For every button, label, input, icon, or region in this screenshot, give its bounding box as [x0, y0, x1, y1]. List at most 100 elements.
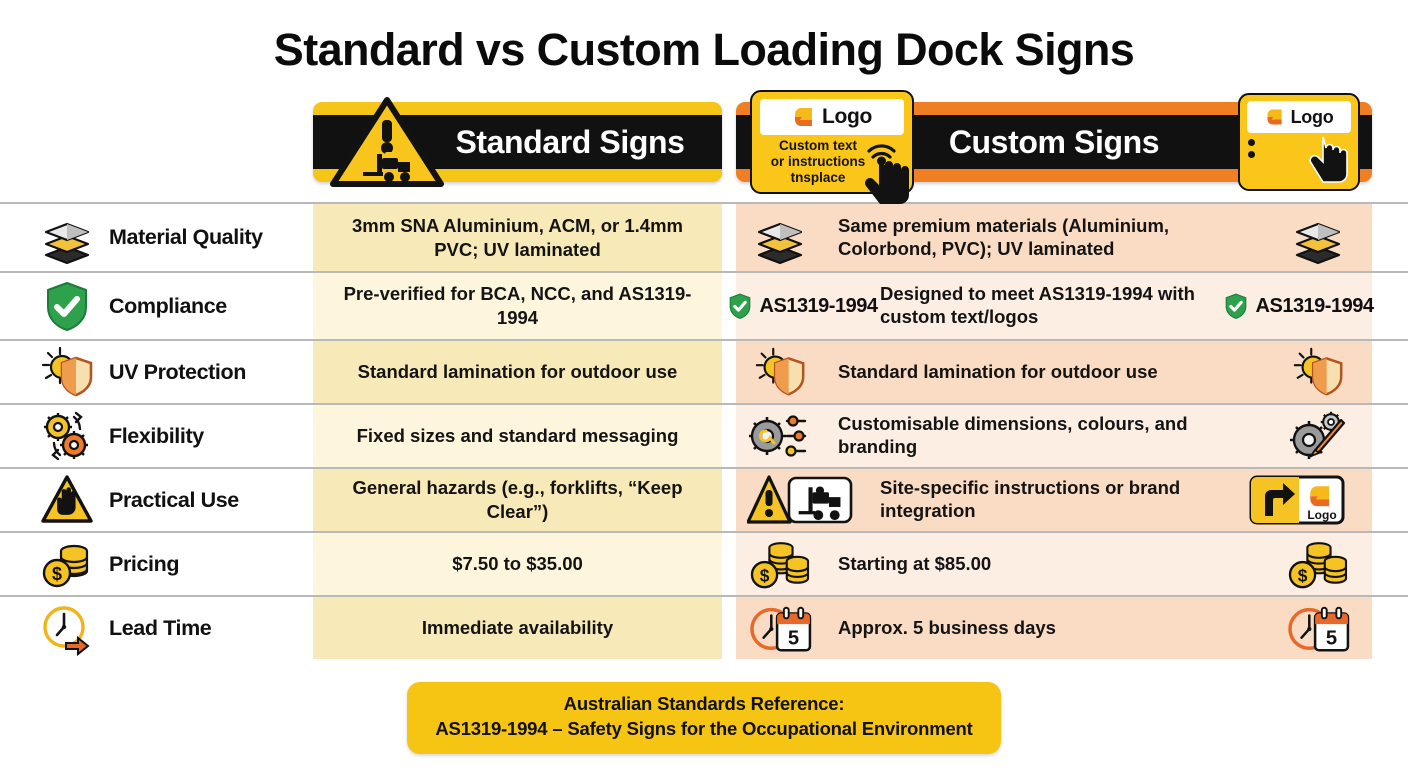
custom-icon-left: $: [732, 536, 828, 592]
coins-dollar-icon: $: [42, 544, 89, 588]
sun-shield-icon: [1293, 347, 1343, 396]
custom-icon-right: $: [1270, 536, 1366, 592]
standard-value: Standard lamination for outdoor use: [357, 361, 678, 383]
svg-text:$: $: [760, 565, 770, 585]
standard-value: Immediate availability: [421, 617, 614, 639]
custom-icon-left: [732, 408, 828, 464]
custom-icon-right: [1270, 209, 1366, 267]
page-title: Standard vs Custom Loading Dock Signs: [273, 24, 1135, 75]
row-label-cell: Material Quality: [0, 204, 313, 271]
row-label-cell: Practical Use: [0, 469, 313, 531]
custom-icon-left: AS1319-1994: [729, 291, 878, 321]
footer-heading: Australian Standards Reference:: [563, 693, 845, 715]
table-row: UV Protection Standard lamination for ou…: [0, 339, 1408, 403]
as-standard-badge: AS1319-1994: [1221, 291, 1374, 321]
tap-hand-icon: [865, 144, 909, 204]
directional-logo-sign-icon: Logo: [1249, 475, 1345, 525]
green-shield-check-icon: [47, 281, 87, 332]
gear-paintbrush-icon: [1290, 411, 1346, 459]
warning-forklift-sign-icon: [747, 475, 853, 524]
custom-icon-right: [1270, 344, 1366, 400]
row-label-cell: UV Protection: [0, 341, 313, 403]
custom-cell: Customisable dimensions, colours, and br…: [722, 405, 1372, 467]
custom-cell: 5 Approx. 5 business days 5: [722, 597, 1372, 659]
custom-icon-right: [1270, 408, 1366, 464]
standard-value: Fixed sizes and standard messaging: [356, 425, 679, 447]
pointer-hand-icon: [1309, 136, 1348, 183]
footer-detail: AS1319-1994 – Safety Signs for the Occup…: [425, 717, 983, 742]
calendar-day-number: 5: [788, 627, 799, 649]
standard-value: Pre-verified for BCA, NCC, and AS1319-19…: [343, 283, 692, 328]
sign-content-lines: [1248, 139, 1320, 163]
row-label-cell: Compliance: [0, 273, 313, 339]
row-label: Compliance: [109, 293, 227, 318]
row-label: UV Protection: [109, 359, 246, 384]
brand-logo-icon: [794, 108, 812, 126]
custom-signs-header-label: Custom Signs: [948, 123, 1160, 160]
custom-value: Same premium materials (Aluminium, Color…: [838, 214, 1170, 259]
custom-cell: Site-specific instructions or brand inte…: [722, 469, 1372, 531]
logo-bar: Logo: [1247, 101, 1351, 133]
svg-text:$: $: [52, 564, 62, 584]
custom-value: Site-specific instructions or brand inte…: [880, 477, 1181, 521]
as-standard-badge: AS1319-1994: [725, 291, 878, 321]
brand-logo-icon: [1267, 109, 1282, 125]
standard-signs-header: Standard Signs: [313, 97, 722, 187]
svg-text:Logo: Logo: [1307, 508, 1336, 522]
custom-sign-card-right: Logo: [1238, 93, 1360, 191]
gears-cycle-icon: [44, 411, 88, 461]
custom-cell: $ Starting at $85.00: [722, 533, 1372, 595]
footer-wrapper: Australian Standards Reference: AS1319-1…: [0, 682, 1408, 754]
footer-standard-desc: – Safety Signs for the Occupational Envi…: [547, 718, 973, 740]
standard-signs-header-label: Standard Signs: [455, 123, 685, 160]
layers-stack-icon: [1295, 222, 1341, 264]
row-label: Practical Use: [109, 487, 239, 512]
custom-icon-right: 5: [1270, 600, 1366, 656]
custom-value: Standard lamination for outdoor use: [838, 360, 1158, 382]
svg-text:$: $: [1298, 565, 1308, 585]
as-standard-badge-text: AS1319-1994: [759, 294, 878, 317]
table-row: Lead Time Immediate availability 5: [0, 595, 1408, 659]
row-label: Flexibility: [109, 423, 204, 448]
row-label: Material Quality: [109, 225, 263, 249]
table-row: Compliance Pre-verified for BCA, NCC, an…: [0, 271, 1408, 339]
logo-word: Logo: [1290, 106, 1334, 127]
layers-stack-icon: [44, 222, 90, 264]
row-label-cell: Flexibility: [0, 405, 313, 467]
custom-icon-right: AS1319-1994: [1225, 291, 1374, 321]
custom-cell: Standard lamination for outdoor use: [722, 341, 1372, 403]
standard-value: $7.50 to $35.00: [452, 553, 583, 575]
clock-arrow-icon: [43, 606, 90, 657]
row-label: Pricing: [109, 551, 180, 576]
warning-forklift-triangle-icon: [330, 97, 444, 187]
custom-cell: AS1319-1994 Designed to meet AS1319-1994…: [722, 273, 1374, 339]
table-row: Flexibility Fixed sizes and standard mes…: [0, 403, 1408, 467]
standard-value: General hazards (e.g., forklifts, “Keep …: [352, 477, 683, 522]
custom-icon-left: 5: [732, 600, 828, 656]
custom-icon-right: Logo: [1228, 474, 1366, 526]
sun-shield-icon: [755, 347, 805, 396]
layers-stack-icon: [757, 222, 803, 264]
sun-shield-icon: [41, 346, 93, 397]
table-row: Material Quality 3mm SNA Aluminium, ACM,…: [0, 202, 1408, 271]
custom-value: Customisable dimensions, colours, and br…: [838, 413, 1188, 457]
standard-value: 3mm SNA Aluminium, ACM, or 1.4mm PVC; UV…: [352, 214, 683, 260]
comparison-table: Material Quality 3mm SNA Aluminium, ACM,…: [0, 202, 1408, 659]
gear-sliders-icon: [749, 415, 807, 457]
custom-value: Approx. 5 business days: [838, 616, 1056, 638]
hand-warning-triangle-icon: [41, 475, 93, 523]
table-row: $ Pricing $7.50 to $35.00: [0, 531, 1408, 595]
green-shield-check-icon: [729, 293, 750, 319]
row-label: Lead Time: [109, 615, 212, 640]
logo-word: Logo: [821, 105, 873, 128]
custom-icon-left: [732, 472, 870, 528]
green-shield-check-icon: [1225, 293, 1246, 319]
as-standard-badge-text: AS1319-1994: [1255, 294, 1374, 317]
custom-icon-left: [732, 209, 828, 267]
clock-calendar-5-icon: 5: [750, 606, 812, 652]
standards-reference-banner: Australian Standards Reference: AS1319-1…: [407, 682, 1001, 754]
